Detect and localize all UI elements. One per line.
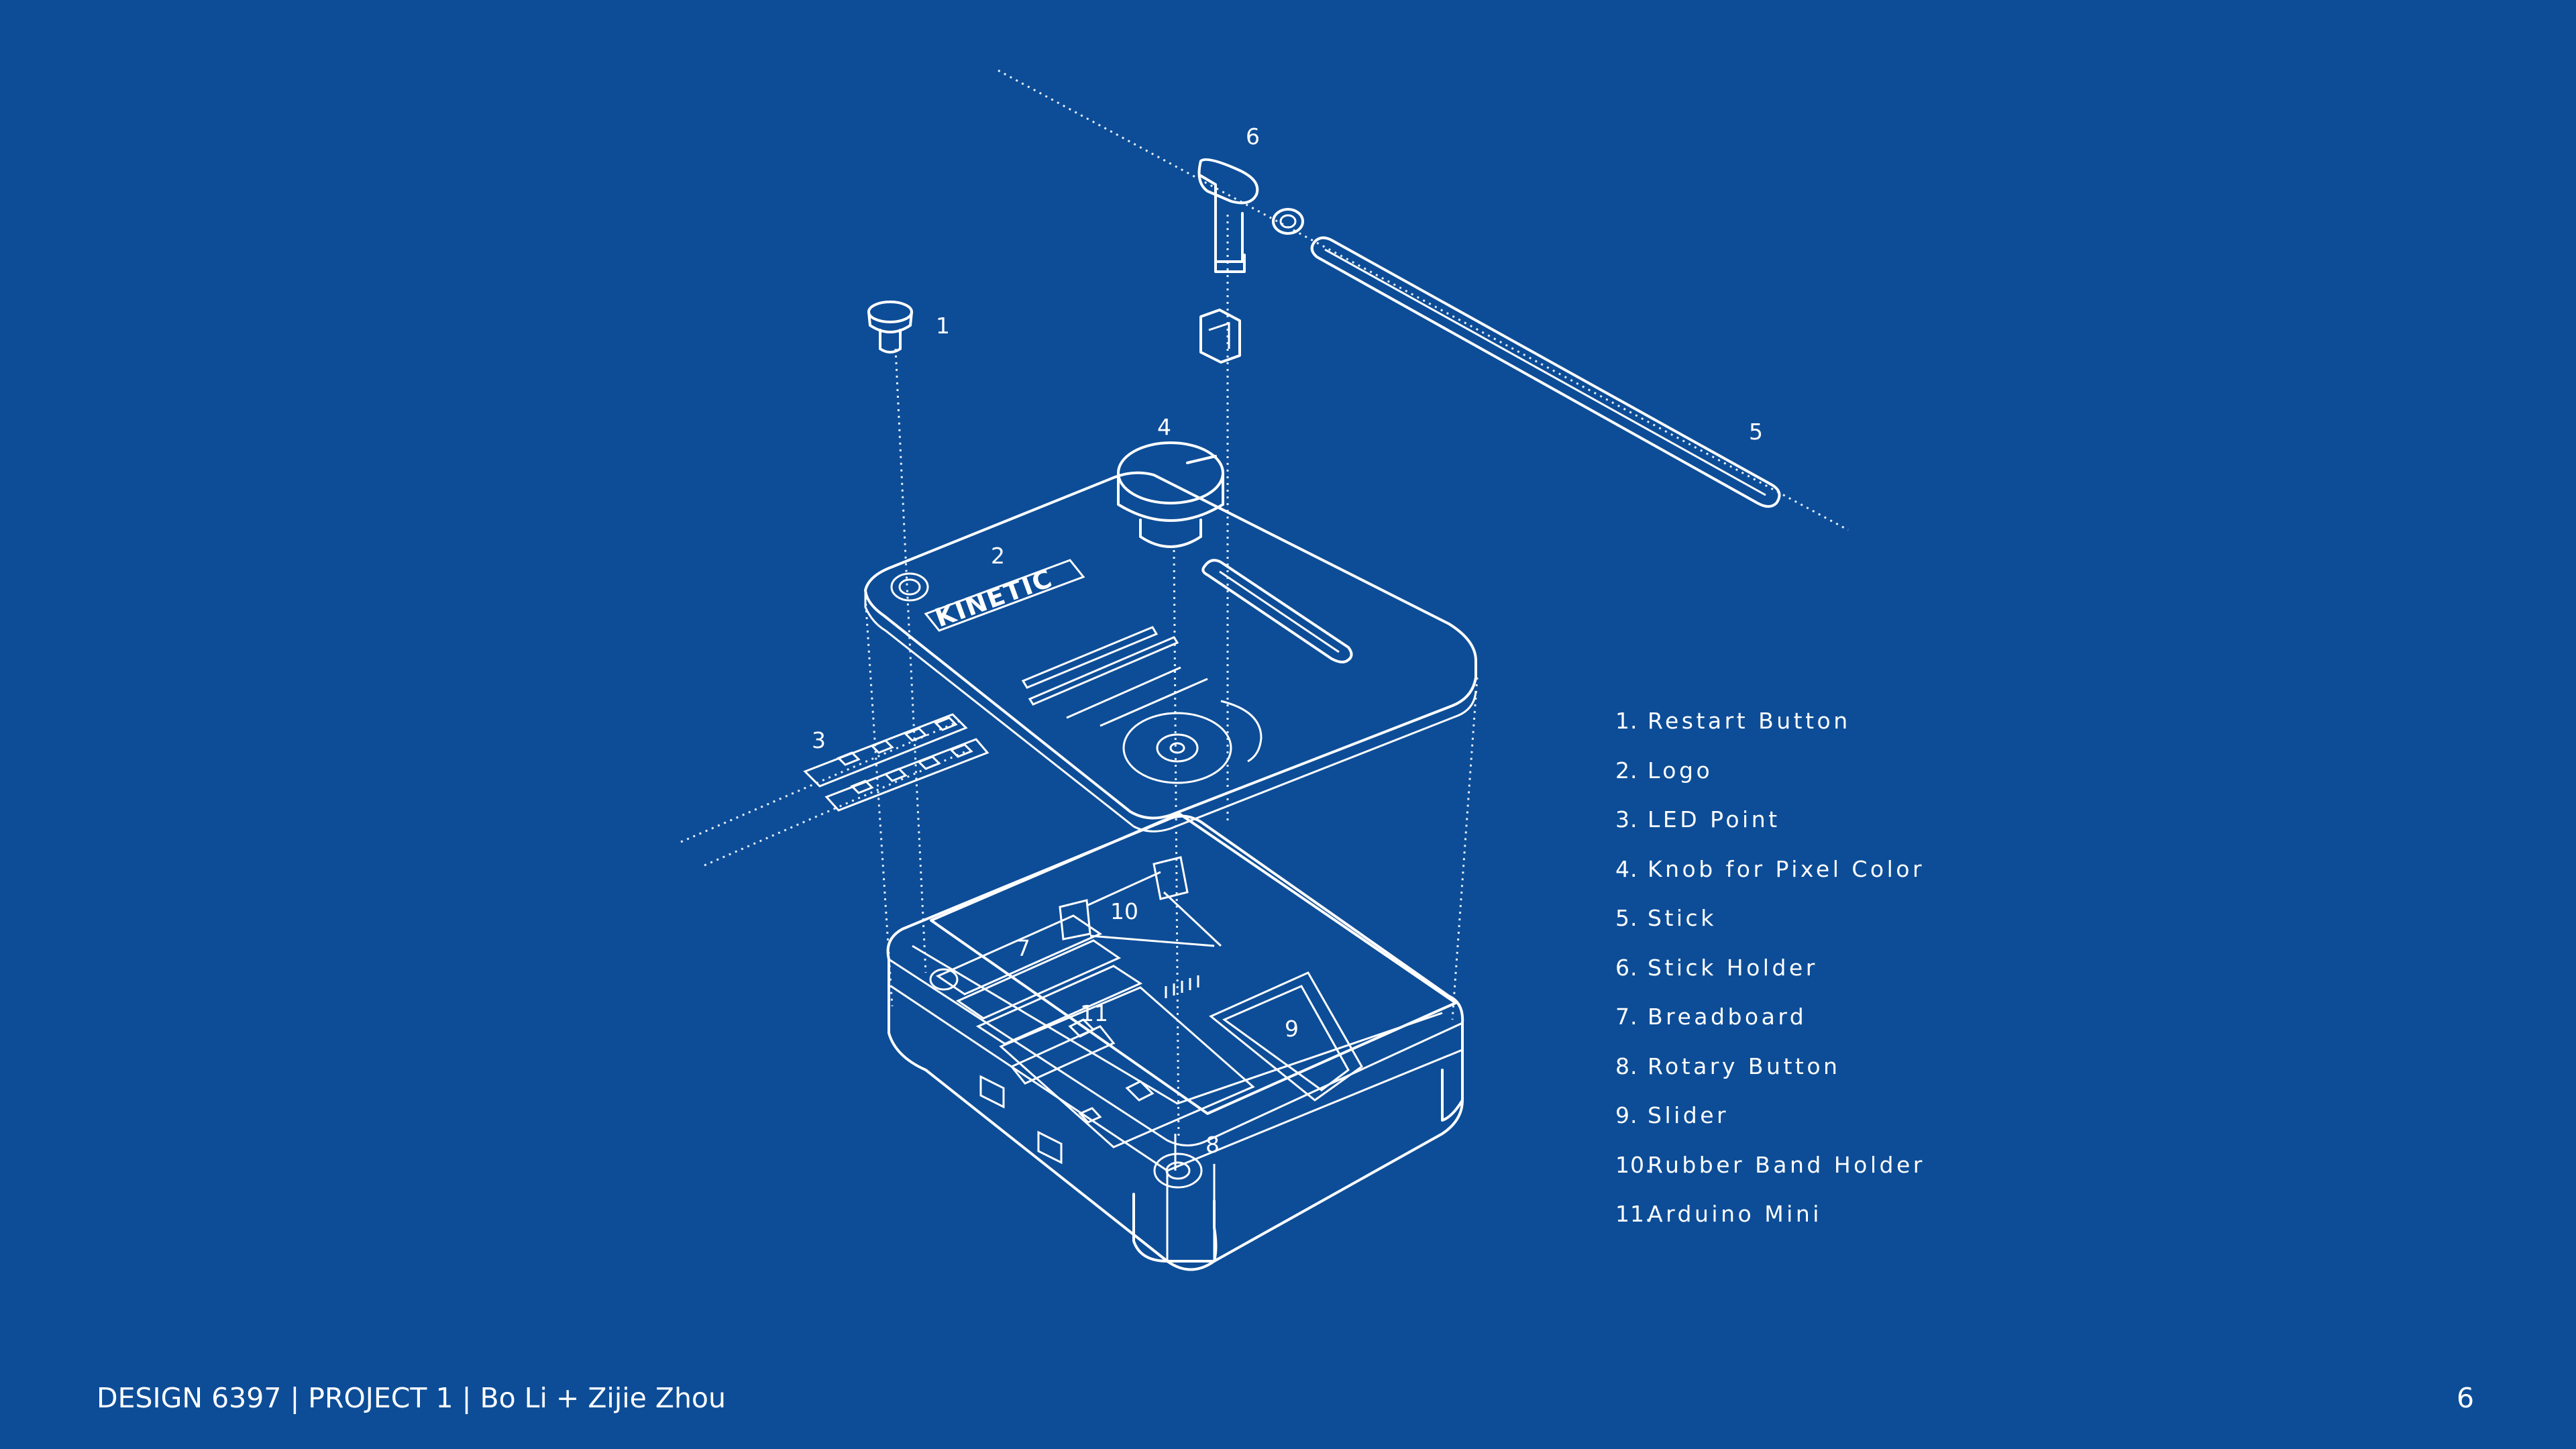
legend-number: 8. [1615,1053,1638,1079]
callout-6: 6 [1246,123,1260,150]
page-number: 6 [2457,1382,2475,1414]
legend-number: 4. [1615,855,1638,882]
legend-label: Stick [1648,905,1717,931]
callout-10: 10 [1110,898,1138,924]
legend-item: 8. Rotary Button [1615,1051,1925,1101]
legend-item: 10.Rubber Band Holder [1615,1150,1925,1199]
callout-3: 3 [812,727,826,753]
assembly-guide-lines [680,69,1849,1141]
legend-label: Arduino Mini [1648,1201,1822,1227]
legend-item: 2. Logo [1615,755,1925,805]
callout-9: 9 [1285,1016,1299,1042]
legend-number: 9. [1615,1102,1638,1128]
callout-2: 2 [991,543,1005,569]
legend-number: 1. [1615,708,1638,734]
legend-number: 6. [1615,954,1638,981]
callout-4: 4 [1157,414,1171,440]
callout-7: 7 [1016,935,1030,961]
footer-credit: DESIGN 6397 | PROJECT 1 | Bo Li + Zijie … [97,1382,726,1414]
legend-label: Breadboard [1648,1004,1807,1030]
legend-label: Rotary Button [1648,1053,1841,1079]
lower-housing [886,812,1464,1271]
top-lid: KINETIC [864,471,1477,833]
callout-8: 8 [1205,1132,1220,1158]
callout-11: 11 [1080,1000,1108,1026]
knob-part [1117,441,1224,548]
led-point-strips [803,713,989,812]
legend-number: 11. [1615,1201,1653,1227]
callout-numbers: 1 2 3 4 5 6 7 8 9 10 11 [812,123,1763,1158]
legend-item: 3. LED Point [1615,804,1925,854]
legend-item: 9. Slider [1615,1100,1925,1150]
legend-item: 5. Stick [1615,903,1925,953]
legend-item: 6. Stick Holder [1615,953,1925,1002]
legend-number: 10. [1615,1151,1653,1178]
legend-number: 2. [1615,757,1638,784]
legend-label: Knob for Pixel Color [1648,855,1925,882]
legend-item: 7. Breadboard [1615,1002,1925,1051]
restart-button-part [867,301,913,354]
legend-label: Rubber Band Holder [1648,1151,1925,1178]
legend-number: 5. [1615,905,1638,931]
legend-label: Restart Button [1648,708,1851,734]
callout-5: 5 [1749,419,1763,445]
stick-holder-part [1197,158,1304,364]
stick-part [1310,236,1781,508]
legend-number: 7. [1615,1004,1638,1030]
legend-item: 4. Knob for Pixel Color [1615,854,1925,904]
legend-item: 1. Restart Button [1615,706,1925,755]
legend-label: Slider [1648,1102,1729,1128]
lid-logo-text: KINETIC [931,563,1057,633]
legend-label: LED Point [1648,806,1780,833]
legend-item: 11.Arduino Mini [1615,1199,1925,1248]
parts-legend: 1. Restart Button 2. Logo 3. LED Point 4. Kn… [1615,706,1925,1248]
callout-1: 1 [936,313,950,339]
legend-label: Stick Holder [1648,954,1818,981]
legend-label: Logo [1648,757,1713,784]
legend-number: 3. [1615,806,1638,833]
